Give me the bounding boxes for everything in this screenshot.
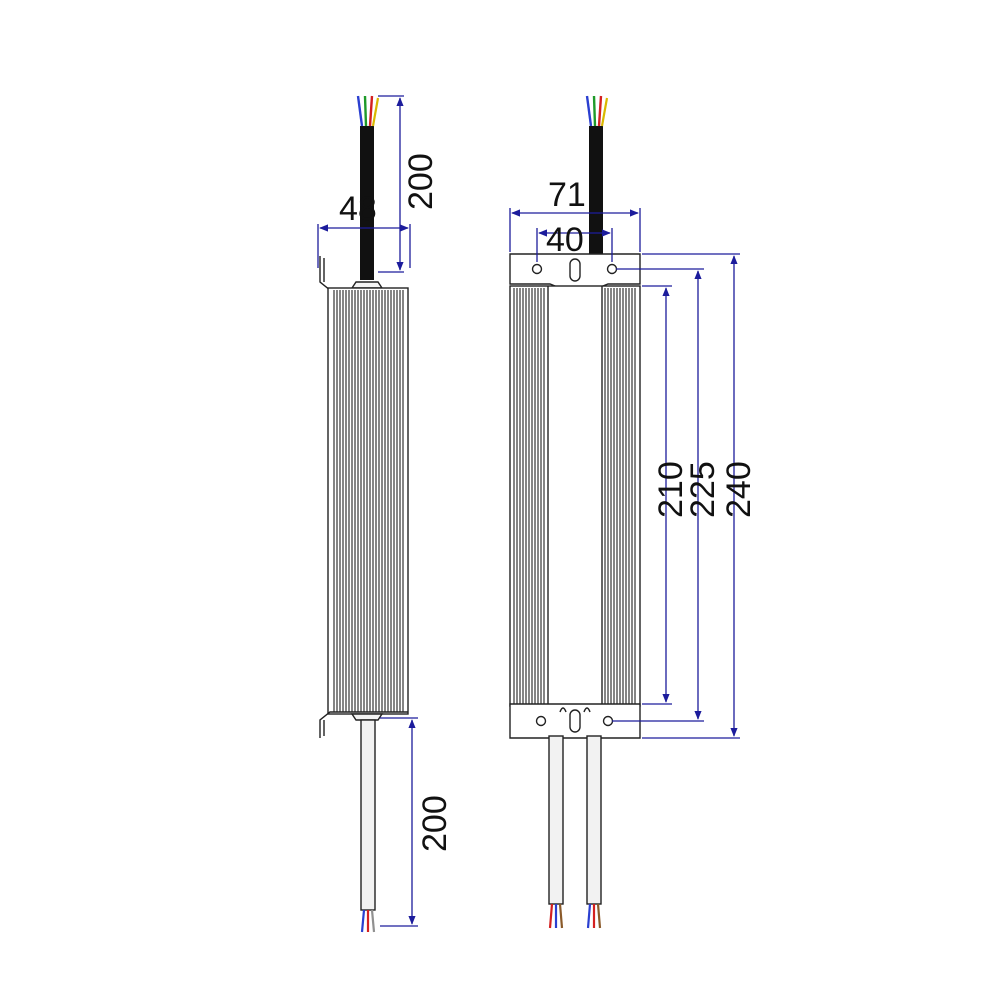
side-width-label: 48 bbox=[339, 190, 377, 228]
side-output-cable bbox=[360, 719, 376, 911]
side-body bbox=[327, 287, 409, 715]
front-input-wires bbox=[585, 95, 609, 127]
side-input-cable bbox=[360, 126, 374, 280]
front-width-dimension: 71 bbox=[509, 176, 641, 252]
front-top-slot bbox=[569, 258, 581, 282]
front-total-length-label: 240 bbox=[720, 461, 758, 518]
front-top-hole-left bbox=[531, 263, 543, 275]
front-total-length-dimension: 240 bbox=[642, 253, 758, 739]
front-body-fins-left bbox=[513, 288, 545, 704]
side-output-length-dimension: 200 bbox=[380, 717, 454, 927]
side-output-wires bbox=[360, 909, 376, 933]
front-body-length-dimension: 210 bbox=[642, 285, 690, 705]
side-input-wires bbox=[356, 95, 380, 127]
side-view: 48 200 200 bbox=[317, 95, 454, 933]
front-output-cable-left bbox=[548, 735, 564, 905]
side-width-dimension: 48 bbox=[317, 190, 411, 268]
front-bottom-end-cap bbox=[509, 703, 641, 739]
front-bottom-slot bbox=[569, 709, 581, 733]
front-hole-pitch-dimension: 225 bbox=[612, 268, 722, 722]
front-hole-pitch-label: 225 bbox=[684, 461, 722, 518]
front-output-cable-right bbox=[586, 735, 602, 905]
front-hole-spacing-label: 40 bbox=[546, 221, 584, 259]
front-bottom-hole-left bbox=[535, 715, 547, 727]
front-hole-spacing-dimension: 40 bbox=[536, 221, 613, 262]
side-input-length-label: 200 bbox=[402, 153, 440, 210]
side-top-gland bbox=[350, 281, 384, 289]
front-view: 71 40 210 225 240 bbox=[509, 95, 758, 929]
front-width-label: 71 bbox=[548, 176, 586, 214]
front-body-fins-right bbox=[604, 288, 636, 704]
side-output-length-label: 200 bbox=[416, 795, 454, 852]
side-bottom-flange bbox=[319, 711, 408, 738]
side-body-fins bbox=[333, 290, 404, 712]
front-output-wires bbox=[548, 903, 602, 929]
front-body-length-label: 210 bbox=[652, 461, 690, 518]
side-input-length-dimension: 200 bbox=[378, 95, 440, 273]
front-input-cable bbox=[589, 126, 603, 276]
